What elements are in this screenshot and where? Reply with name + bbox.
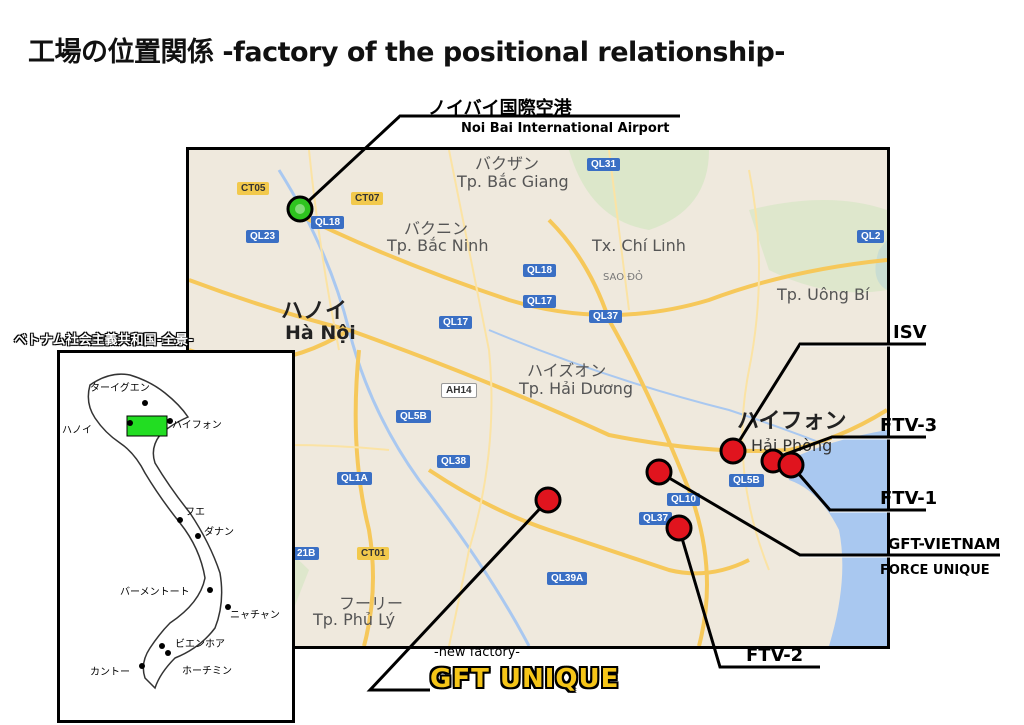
isv-marker <box>719 437 747 465</box>
gft-unique-marker <box>534 486 562 514</box>
road-badge: QL17 <box>523 295 557 308</box>
force-unique-label: FORCE UNIQUE <box>880 563 990 578</box>
road-badge: QL5B <box>396 410 431 423</box>
inset-label: バーメントート <box>120 587 190 598</box>
road-badge: QL5B <box>729 474 764 487</box>
road-badge: QL17 <box>439 316 473 329</box>
inset-label: フエ <box>185 507 205 518</box>
inset-label: ニャチャン <box>230 610 280 621</box>
isv-leader-line <box>731 342 926 452</box>
inset-label: ホーチミン <box>182 666 232 677</box>
gft-vietnam-leader-line <box>658 470 1000 557</box>
inset-label: ターイグエン <box>90 383 150 394</box>
airport-label-en: Noi Bai International Airport <box>461 121 670 136</box>
place-hanoi: Hà Nội <box>285 322 356 344</box>
new-factory-label: -new factory- <box>434 645 520 660</box>
ftv1-leader-line <box>789 464 926 512</box>
inset-label: ハイフォン <box>172 420 222 431</box>
place-bacninh-jp: バクニン <box>404 219 469 238</box>
road-badge: QL18 <box>311 216 345 229</box>
inset-title: ベトナム社会主義共和国-全景- <box>14 333 194 348</box>
road-badge: QL23 <box>246 230 280 243</box>
isv-label: ISV <box>893 322 927 343</box>
vietnam-outline <box>87 373 231 690</box>
inset-label: ダナン <box>204 527 234 538</box>
place-bacninh: Tp. Bắc Ninh <box>387 236 489 255</box>
road-badge: QL37 <box>589 310 623 323</box>
factory-markers <box>286 195 805 542</box>
road-badge: QL39A <box>547 572 588 585</box>
road-badge: 21B <box>293 547 320 560</box>
road-badge: QL37 <box>639 512 673 525</box>
road-badge: QL18 <box>523 264 557 277</box>
ftv3-label: FTV-3 <box>880 415 938 436</box>
highlight-region <box>126 415 168 437</box>
ftv1-label: FTV-1 <box>880 488 938 509</box>
road-badge: QL38 <box>437 455 471 468</box>
road-badge: CT07 <box>351 192 384 205</box>
road-badge: QL2 <box>857 230 885 243</box>
place-bacgiang-jp: バクザン <box>475 154 540 173</box>
road-badge: CT01 <box>357 547 390 560</box>
place-chilinh: Tx. Chí Linh <box>592 236 686 255</box>
place-haiduong-jp: ハイズオン <box>527 361 607 380</box>
place-hanoi-jp: ハノイ <box>281 299 348 324</box>
place-phuly: Tp. Phủ Lý <box>313 610 396 629</box>
place-bacgiang: Tp. Bắc Giang <box>457 172 569 191</box>
ftv2-marker <box>665 514 693 542</box>
place-haiduong: Tp. Hải Dương <box>519 379 634 398</box>
road-badge: CT05 <box>237 182 270 195</box>
place-uongbi: Tp. Uông Bí <box>777 285 870 304</box>
gft-unique-label: GFT UNIQUE <box>430 664 620 694</box>
road-badge: QL1A <box>337 472 372 485</box>
ftv2-leader-line <box>677 527 820 669</box>
road-badge: QL31 <box>587 158 621 171</box>
ftv2-label: FTV-2 <box>746 645 804 666</box>
place-phuly-jp: フーリー <box>339 594 404 613</box>
inset-label: カントー <box>90 667 130 678</box>
road-badge: AH14 <box>441 383 477 398</box>
vietnam-inset-map: ターイグエン ハノイ ハイフォン フエ ダナン バーメントート ニャチャン ビエ… <box>57 350 295 723</box>
page-title: 工場の位置関係 -factory of the positional relat… <box>28 37 786 68</box>
gft-unique-leader-line <box>366 498 550 692</box>
ftv1-marker <box>777 451 805 479</box>
airport-marker <box>286 195 314 223</box>
airport-label-jp: ノイバイ国際空港 <box>428 98 572 119</box>
gft-vietnam-label: GFT-VIETNAM <box>888 535 1001 553</box>
road-badge: QL10 <box>667 493 701 506</box>
gft-vietnam-marker <box>645 458 673 486</box>
airport-leader-line <box>298 114 680 211</box>
place-saodo: SAO ĐỎ <box>603 272 643 283</box>
inset-label: ビエンホア <box>175 639 225 650</box>
inset-label: ハノイ <box>62 425 92 436</box>
